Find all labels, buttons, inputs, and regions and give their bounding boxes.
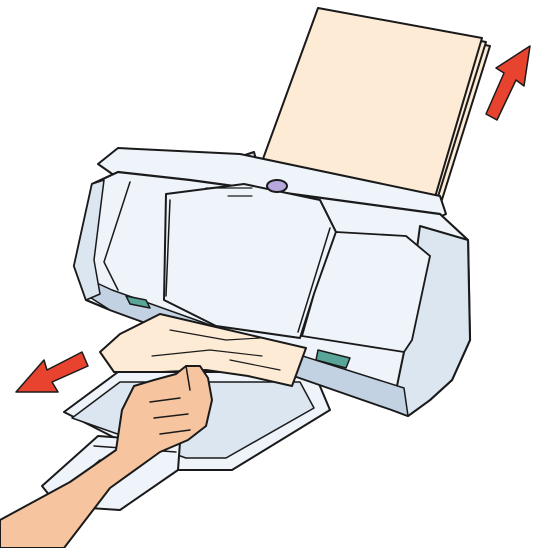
power-button [267,180,287,192]
pull-paper-up-arrow [486,46,530,120]
pull-paper-out-arrow [16,352,88,392]
